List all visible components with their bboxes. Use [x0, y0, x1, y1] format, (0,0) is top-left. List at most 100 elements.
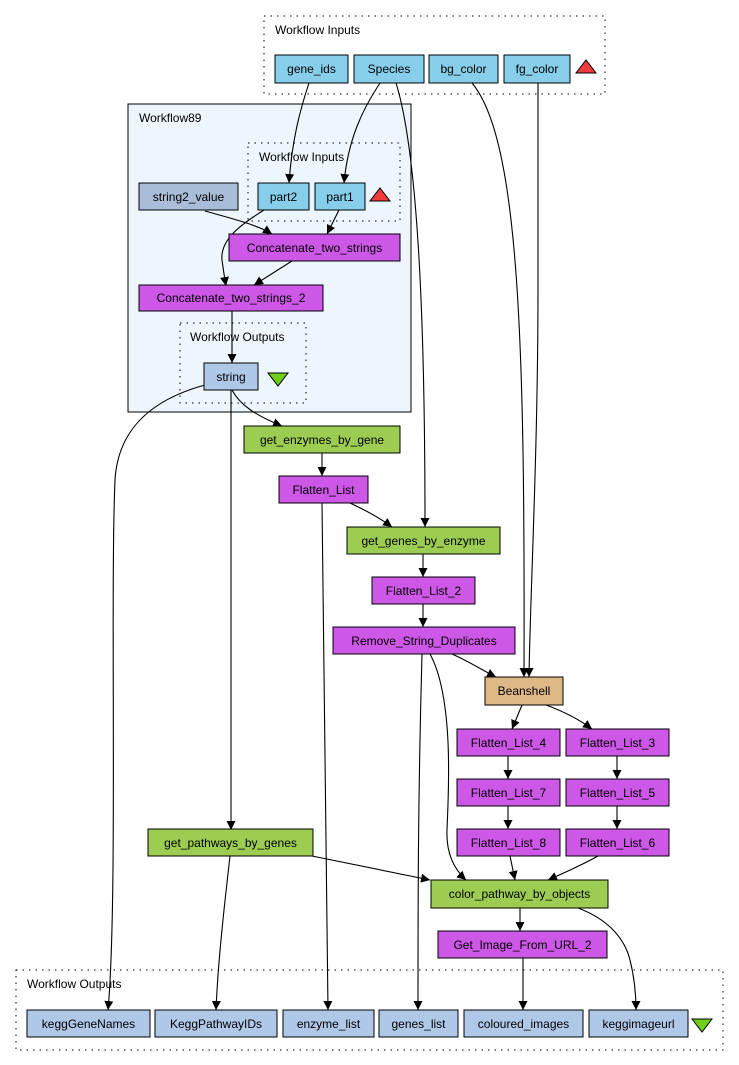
edge-remove-dup-to-color-pathway	[429, 653, 467, 881]
nested-inputs-group: Workflow Inputs	[247, 142, 401, 222]
node-label: Flatten_List_3	[580, 736, 656, 750]
edge-string2-to-concat1	[204, 210, 273, 235]
processor-flatten-list-7[interactable]: Flatten_List_7	[456, 778, 561, 807]
bottom-outputs-group: Workflow Outputs	[15, 969, 724, 1051]
nested-outputs-label: Workflow Outputs	[190, 330, 284, 344]
nested-inputs-marker-icon	[368, 187, 392, 202]
edge-flatten-list-6-to-color-pathway	[547, 855, 599, 881]
output-port-string[interactable]: string	[203, 362, 259, 391]
node-label: Concatenate_two_strings_2	[157, 291, 306, 305]
nested-outputs-marker-icon	[266, 372, 290, 387]
bottom-outputs-label: Workflow Outputs	[27, 977, 121, 991]
node-label: bg_color	[440, 62, 486, 76]
edge-flatten-list-8-to-color-pathway	[508, 855, 518, 881]
edges	[104, 82, 641, 1011]
node-label: string2_value	[153, 190, 225, 204]
node-label: part1	[326, 190, 354, 204]
processor-flatten-list-2[interactable]: Flatten_List_2	[371, 576, 476, 605]
edge-flatten-list-to-enzyme-list	[321, 502, 333, 1011]
service-get-pathways-by-genes[interactable]: get_pathways_by_genes	[147, 828, 314, 857]
node-label: get_genes_by_enzyme	[361, 534, 485, 548]
node-label: Flatten_List_5	[580, 786, 656, 800]
processor-concatenate-two-strings-2[interactable]: Concatenate_two_strings_2	[138, 284, 324, 312]
node-label: color_pathway_by_objects	[449, 887, 590, 901]
node-label: gene_ids	[287, 62, 336, 76]
node-label: Flatten_List_6	[580, 836, 656, 850]
service-color-pathway-by-objects[interactable]: color_pathway_by_objects	[430, 879, 609, 909]
service-get-enzymes-by-gene[interactable]: get_enzymes_by_gene	[243, 425, 401, 454]
node-label: Beanshell	[498, 684, 551, 698]
constant-string2-value[interactable]: string2_value	[138, 182, 239, 211]
input-port-gene-ids[interactable]: gene_ids	[274, 54, 349, 84]
node-label: Flatten_List_7	[471, 786, 547, 800]
edge-remove-dup-to-genes-list	[413, 653, 423, 1011]
processor-concatenate-two-strings[interactable]: Concatenate_two_strings	[228, 233, 401, 262]
top-inputs-marker-icon	[574, 59, 598, 74]
node-label: string	[216, 370, 245, 384]
edge-get-pathways-to-color-pathway	[311, 855, 431, 883]
top-inputs-group: Workflow Inputs	[263, 15, 606, 95]
node-label: enzyme_list	[297, 1017, 361, 1031]
input-port-bg-color[interactable]: bg_color	[428, 54, 499, 84]
edge-fg-color-to-beanshell	[524, 83, 539, 678]
top-inputs-group-label: Workflow Inputs	[275, 23, 360, 37]
edge-color-pathway-to-kegg-image-url	[577, 907, 641, 1011]
edge-get-pathways-to-kegg-pathway-ids	[211, 855, 231, 1011]
nested-workflow-label: Workflow89	[139, 111, 202, 125]
node-label: get_enzymes_by_gene	[260, 433, 384, 447]
input-port-species[interactable]: Species	[353, 54, 425, 84]
nested-inputs-label: Workflow Inputs	[259, 150, 344, 164]
node-label: KeggPathwayIDs	[170, 1017, 262, 1031]
node-label: Remove_String_Duplicates	[351, 634, 496, 648]
edge-string-to-get-enzymes	[231, 389, 283, 427]
input-port-fg-color[interactable]: fg_color	[503, 54, 571, 84]
service-get-genes-by-enzyme[interactable]: get_genes_by_enzyme	[346, 526, 501, 555]
bottom-outputs-marker-icon	[690, 1018, 714, 1033]
output-port-kegg-gene-names[interactable]: keggGeneNames	[26, 1009, 151, 1038]
node-label: Concatenate_two_strings	[247, 241, 382, 255]
edge-part2-to-concat2	[220, 209, 265, 287]
node-label: genes_list	[391, 1017, 446, 1031]
processor-remove-string-duplicates[interactable]: Remove_String_Duplicates	[332, 626, 516, 655]
edge-string-to-kegg-gene-names	[104, 384, 206, 1011]
edge-gene-ids-to-part2	[285, 82, 310, 184]
input-port-part2[interactable]: part2	[257, 182, 310, 211]
nested-outputs-group: Workflow Outputs	[179, 322, 307, 404]
node-label: Flatten_List	[292, 483, 355, 497]
output-port-kegg-pathway-ids[interactable]: KeggPathwayIDs	[154, 1009, 278, 1038]
output-port-genes-list[interactable]: genes_list	[378, 1009, 459, 1038]
output-port-kegg-image-url[interactable]: keggimageurl	[588, 1009, 689, 1038]
node-label: part2	[270, 190, 298, 204]
node-label: coloured_images	[478, 1017, 569, 1031]
edge-part1-to-concat1	[326, 209, 340, 235]
processor-flatten-list[interactable]: Flatten_List	[278, 475, 369, 504]
processor-flatten-list-3[interactable]: Flatten_List_3	[565, 728, 670, 757]
edge-beanshell-to-flatten-list-3	[545, 704, 593, 730]
node-label: keggimageurl	[602, 1017, 674, 1031]
processor-flatten-list-6[interactable]: Flatten_List_6	[565, 828, 670, 857]
node-label: Get_Image_From_URL_2	[453, 938, 591, 952]
edge-concat1-to-concat2	[253, 260, 293, 286]
node-label: Flatten_List_8	[471, 836, 547, 850]
node-label: Flatten_List_4	[471, 736, 547, 750]
node-label: Flatten_List_2	[386, 584, 462, 598]
node-label: Species	[368, 62, 411, 76]
input-port-part1[interactable]: part1	[314, 182, 366, 211]
processor-get-image-from-url-2[interactable]: Get_Image_From_URL_2	[437, 930, 608, 959]
edge-remove-dup-to-beanshell	[451, 653, 497, 678]
node-label: fg_color	[516, 62, 559, 76]
edge-flatten-list-to-get-genes	[349, 502, 393, 528]
processor-flatten-list-5[interactable]: Flatten_List_5	[565, 778, 670, 807]
output-port-coloured-images[interactable]: coloured_images	[463, 1009, 584, 1038]
beanshell-processor[interactable]: Beanshell	[484, 676, 564, 706]
output-port-enzyme-list[interactable]: enzyme_list	[282, 1009, 375, 1038]
node-label: get_pathways_by_genes	[164, 836, 297, 850]
processor-flatten-list-8[interactable]: Flatten_List_8	[456, 828, 561, 857]
edge-species-to-part1	[340, 82, 381, 184]
edge-bg-color-to-beanshell	[471, 82, 529, 678]
node-label: keggGeneNames	[42, 1017, 135, 1031]
edge-beanshell-to-flatten-list-4	[511, 704, 523, 730]
processor-flatten-list-4[interactable]: Flatten_List_4	[456, 728, 561, 757]
edge-species-to-get-genes-by-enzyme	[395, 82, 430, 528]
